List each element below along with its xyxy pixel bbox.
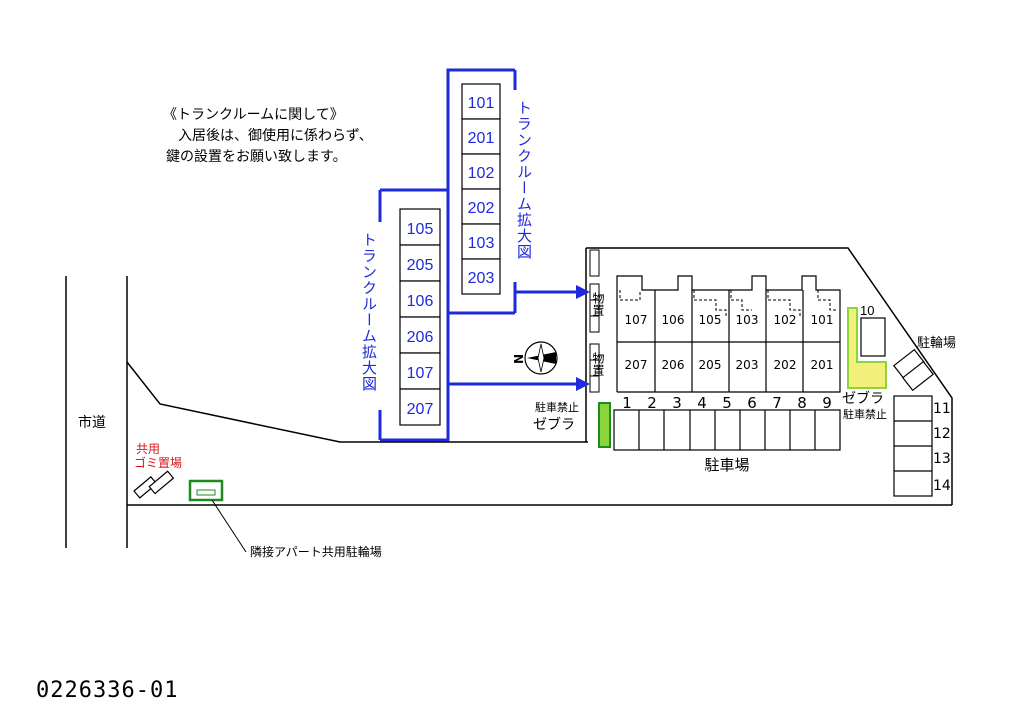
trunk-room-101: 101 [468,95,495,112]
trunk-room-205: 205 [407,257,434,274]
storage-units [589,249,600,393]
parking-space-10: 10 [860,303,874,318]
storage-label-upper: 物置 [591,292,605,316]
unit-102: 102 [774,313,797,327]
parking-space-13: 13 [933,451,951,467]
parking-space-3: 3 [672,394,682,412]
zebra-zone-right [847,307,887,389]
bicycle-parking [892,348,935,392]
zebra-label-left: ゼブラ [533,416,575,433]
unit-207: 207 [625,358,648,372]
arrow-icon [576,285,590,299]
trunk-room-note: 《トランクルームに関して》 入居後は、御使用に係わらず、 鍵の設置をお願い致しま… [163,107,373,165]
parking-space-12: 12 [933,426,951,442]
unit-101: 101 [811,313,834,327]
unit-105: 105 [699,313,722,327]
trunk-room-103: 103 [468,235,495,252]
property-code: 0226336-01 [36,678,178,703]
trunk-room-106: 106 [407,293,434,310]
trunk-room-detail-right: 101 201 102 202 103 203 トランクルーム拡大図 [446,68,590,315]
parking-space-10-box [860,317,886,357]
unit-205: 205 [699,358,722,372]
apartment-building [616,275,841,393]
neighbor-bike-parking-label: 隣接アパート共用駐輪場 [250,544,382,559]
unit-203: 203 [736,358,759,372]
no-parking-label-left: 駐車禁止 [535,400,579,414]
unit-107: 107 [625,313,648,327]
no-parking-label-right: 駐車禁止 [843,407,887,421]
parking-space-5: 5 [722,394,732,412]
unit-201: 201 [811,358,834,372]
parking-space-6: 6 [747,394,757,412]
parking-space-9: 9 [822,394,832,412]
trunk-room-206: 206 [407,329,434,346]
unit-202: 202 [774,358,797,372]
arrow-icon [576,377,590,391]
parking-space-4: 4 [697,394,707,412]
parking-space-7: 7 [772,394,782,412]
parking-space-2: 2 [647,394,657,412]
note-title: 《トランクルームに関して》 [163,107,344,123]
trunk-room-207: 207 [407,401,434,418]
trunk-room-201: 201 [468,130,495,147]
zebra-label-right: ゼブラ [842,390,884,407]
unit-106: 106 [662,313,685,327]
garbage-label-line-2: ゴミ置場 [134,455,182,470]
unit-206: 206 [662,358,685,372]
storage-label-lower: 物置 [591,352,605,376]
note-line-1: 入居後は、御使用に係わらず、 [178,127,373,144]
trunk-room-202: 202 [468,200,495,217]
north-compass-icon: N [512,341,558,375]
trunk-room-107: 107 [407,365,434,382]
parking-space-8: 8 [797,394,807,412]
parking-row [613,409,841,451]
garbage-area [133,470,175,499]
site-boundary [65,247,953,548]
trunk-room-102: 102 [468,165,495,182]
parking-space-11: 11 [933,401,951,417]
compass-label: N [512,354,526,364]
trunk-room-203: 203 [468,270,495,287]
parking-side [893,395,933,497]
unit-103: 103 [736,313,759,327]
zebra-zone-left [598,402,611,448]
parking-space-14: 14 [933,478,951,494]
parking-label: 駐車場 [704,456,749,474]
trunk-room-detail-left: 105 205 106 206 107 207 トランクルーム拡大図 [360,188,590,442]
trunk-enlarge-label-right: トランクルーム拡大図 [515,100,533,260]
parking-space-1: 1 [622,394,632,412]
leader-line [211,499,247,553]
garbage-label-line-1: 共用 [136,442,160,456]
note-line-2: 鍵の設置をお願い致します。 [166,149,347,165]
trunk-room-105: 105 [407,221,434,238]
bicycle-parking-label: 駐輪場 [917,335,956,351]
trunk-enlarge-label-left: トランクルーム拡大図 [360,232,378,392]
road-label: 市道 [78,414,106,431]
